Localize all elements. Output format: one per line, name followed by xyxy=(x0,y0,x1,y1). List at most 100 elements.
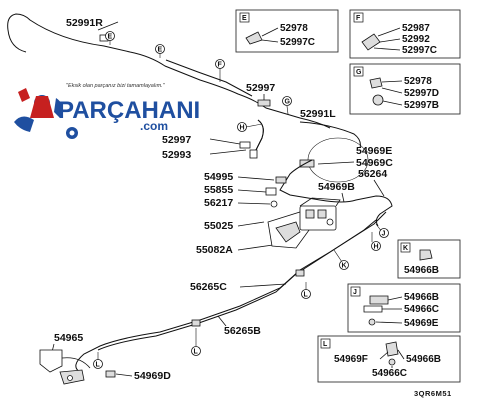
callout-H-2[interactable]: H xyxy=(371,232,381,251)
callout-L-2[interactable]: L xyxy=(191,328,201,356)
part-label-54969B[interactable]: 54969B xyxy=(318,181,355,193)
svg-text:H: H xyxy=(240,125,245,132)
part-label-54995[interactable]: 54995 xyxy=(204,171,233,183)
svg-text:G: G xyxy=(285,99,291,106)
part-label-55025[interactable]: 55025 xyxy=(204,220,233,232)
part-label-55082A[interactable]: 55082A xyxy=(196,244,233,256)
inset-box-J: J 54966B 54966C 54969E xyxy=(347,283,461,333)
part-label-54969E[interactable]: 54969E xyxy=(356,145,392,157)
svg-text:E: E xyxy=(108,34,113,41)
inset-L-part-2[interactable]: 54966C xyxy=(372,368,407,379)
callout-K[interactable]: K xyxy=(333,249,349,270)
leader-54969D xyxy=(115,373,133,377)
svg-text:L: L xyxy=(96,362,101,369)
callout-F[interactable]: F xyxy=(215,59,225,83)
part-label-54969D[interactable]: 54969D xyxy=(134,370,171,382)
svg-text:F: F xyxy=(218,62,223,69)
callout-G[interactable]: G xyxy=(282,96,292,115)
bolt-part xyxy=(388,358,396,366)
clip-part xyxy=(369,295,389,305)
part-label-52991L[interactable]: 52991L xyxy=(300,108,336,120)
part-label-56265B[interactable]: 56265B xyxy=(224,325,261,337)
inset-F-part-2[interactable]: 52997C xyxy=(402,45,437,56)
svg-text:H: H xyxy=(374,244,379,251)
leader-55025 xyxy=(237,221,265,227)
callout-L-3[interactable]: L xyxy=(93,352,103,369)
part-label-52997-mid[interactable]: 52997 xyxy=(162,134,191,146)
inset-J-part-0[interactable]: 54966B xyxy=(404,292,439,303)
brake-hose-part xyxy=(239,119,264,159)
inset-letter-E: E xyxy=(242,15,247,22)
abs-hydraulic-unit-part xyxy=(267,197,341,249)
inset-letter-L: L xyxy=(323,341,328,348)
inset-letter-J: J xyxy=(353,289,357,296)
svg-text:L: L xyxy=(304,292,309,299)
inset-box-G: G 52978 52997D 52997B xyxy=(349,63,461,115)
inset-G-part-0[interactable]: 52978 xyxy=(404,76,432,87)
top-brake-pipe xyxy=(7,13,331,129)
inset-box-K: K 54966B xyxy=(397,239,461,279)
inset-G-part-1[interactable]: 52997D xyxy=(404,88,439,99)
callout-H[interactable]: H xyxy=(237,122,263,132)
leader-56217 xyxy=(237,202,271,205)
svg-text:E: E xyxy=(158,47,163,54)
clip-part xyxy=(419,249,433,261)
part-label-52993[interactable]: 52993 xyxy=(162,149,191,161)
inset-box-E: E 52978 52997C xyxy=(235,9,339,53)
part-label-56265C[interactable]: 56265C xyxy=(190,281,227,293)
clip-part xyxy=(299,159,315,168)
clip-part xyxy=(361,33,381,51)
inset-J-part-1[interactable]: 54966C xyxy=(404,304,439,315)
inset-J-part-2[interactable]: 54969E xyxy=(404,318,439,329)
clip-part xyxy=(245,31,263,45)
inset-E-part-1[interactable]: 52997C xyxy=(280,37,315,48)
part-label-56217[interactable]: 56217 xyxy=(204,197,233,209)
inset-L-part-0[interactable]: 54969F xyxy=(334,354,368,365)
clip-part xyxy=(385,341,399,357)
part-label-52997-top[interactable]: 52997 xyxy=(246,82,275,94)
svg-text:K: K xyxy=(342,263,347,270)
inset-F-part-0[interactable]: 52987 xyxy=(402,23,430,34)
clip-part xyxy=(369,77,383,89)
callout-L[interactable]: L xyxy=(301,282,311,299)
leader-55855 xyxy=(237,189,267,193)
inset-box-L: L 54969F 54966B 54966C xyxy=(317,335,461,383)
svg-text:L: L xyxy=(194,349,199,356)
inset-letter-K: K xyxy=(403,245,408,252)
inset-E-part-0[interactable]: 52978 xyxy=(280,23,308,34)
grommet-part xyxy=(372,94,384,106)
callout-E[interactable]: E xyxy=(105,31,115,46)
logo-emblem-icon xyxy=(14,88,78,139)
clip-part xyxy=(257,99,271,107)
part-label-54965[interactable]: 54965 xyxy=(54,332,83,344)
leader-52993 xyxy=(209,149,247,155)
part-label-56264[interactable]: 56264 xyxy=(358,168,387,180)
inset-F-part-1[interactable]: 52992 xyxy=(402,34,430,45)
part-label-55855[interactable]: 55855 xyxy=(204,184,233,196)
leader-54995 xyxy=(237,176,275,181)
mid-brake-pipe xyxy=(279,159,393,227)
leader-56264 xyxy=(373,179,385,197)
leader-54969C xyxy=(317,161,355,165)
leader-52997-mid xyxy=(209,138,241,145)
inset-letter-F: F xyxy=(356,15,361,22)
leader-56265C xyxy=(239,283,287,288)
leader-52991R xyxy=(97,21,119,31)
pipe-52991L xyxy=(299,121,361,149)
part-label-54969C[interactable]: 54969C xyxy=(356,157,393,169)
logo-brand: PARÇAHANI xyxy=(58,97,200,124)
inset-G-part-2[interactable]: 52997B xyxy=(404,100,439,111)
leader-54969B xyxy=(341,192,345,203)
leader-56265B xyxy=(217,315,227,327)
wheel-sensor-bracket-part xyxy=(39,349,91,385)
inset-box-F: F 52987 52992 52997C xyxy=(349,9,461,59)
inset-K-part-0[interactable]: 54966B xyxy=(404,265,439,276)
logo-slogan: "Eksik olan parçanız bizi tamamlayalım." xyxy=(66,83,166,89)
part-label-52991R[interactable]: 52991R xyxy=(66,17,103,29)
callout-J[interactable]: J xyxy=(375,223,389,238)
bolt-part xyxy=(368,318,376,326)
clip-part xyxy=(363,305,383,313)
inset-L-part-1[interactable]: 54966B xyxy=(406,354,441,365)
logo-domain: .com xyxy=(140,119,168,133)
callout-E-2[interactable]: E xyxy=(155,44,165,59)
